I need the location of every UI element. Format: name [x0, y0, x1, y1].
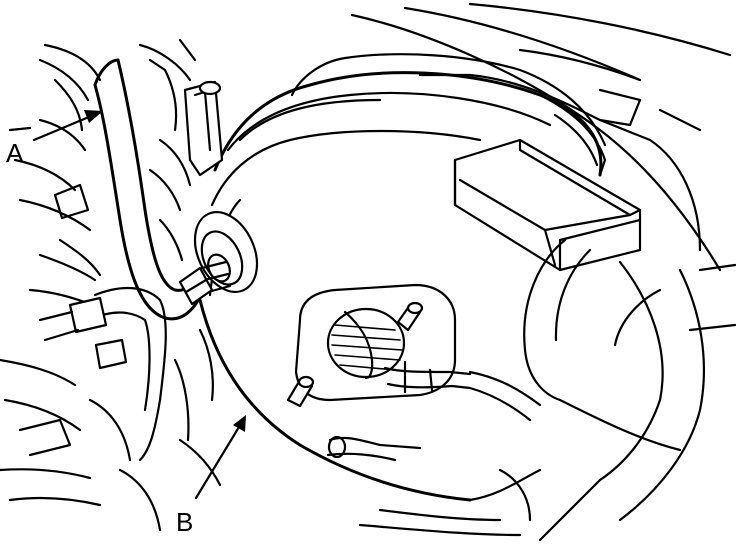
- brake-booster-body: [198, 53, 607, 502]
- callout-b: B: [176, 415, 246, 537]
- right-panel: [523, 238, 736, 542]
- pushrod: [383, 360, 542, 422]
- callout-b-label: B: [176, 507, 193, 537]
- vacuum-hose: [93, 58, 214, 321]
- left-engine-parts: [0, 38, 224, 532]
- callout-b-arrowhead: [233, 415, 246, 432]
- callout-b-leader: [194, 420, 244, 500]
- callout-a-arrowhead: [84, 110, 103, 123]
- lower-structure: [358, 468, 542, 537]
- callout-a-leader: [32, 112, 98, 142]
- callout-a: A: [6, 110, 103, 168]
- check-valve-grommet: [193, 211, 259, 294]
- master-cylinder: [453, 138, 642, 272]
- mounting-flange: [286, 283, 457, 462]
- callout-a-label: A: [6, 138, 24, 168]
